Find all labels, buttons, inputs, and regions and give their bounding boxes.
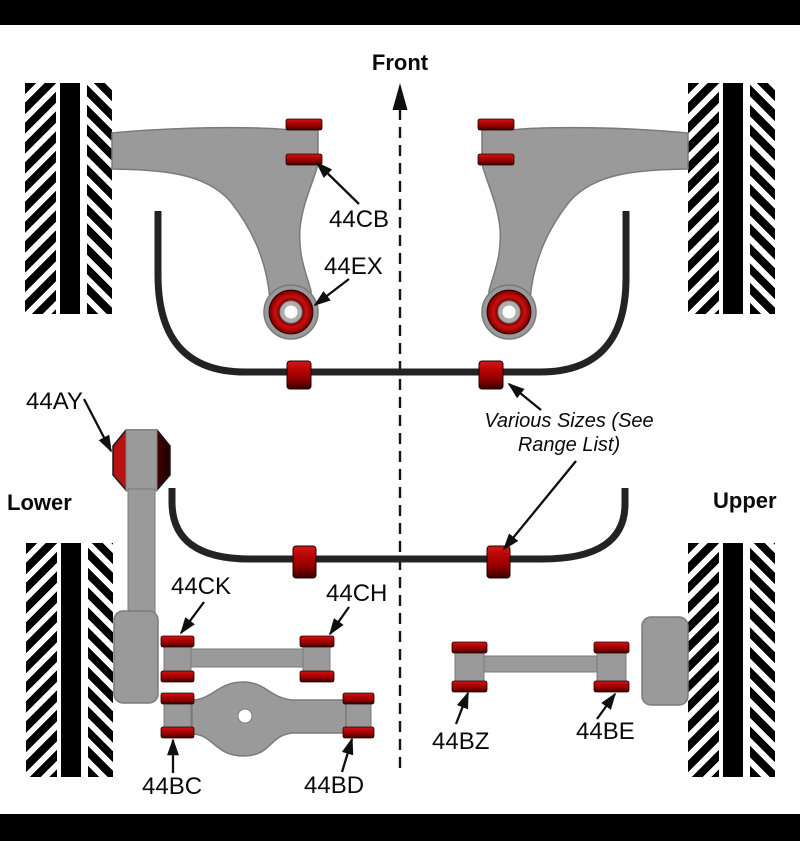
front-direction-label: Front xyxy=(371,50,429,75)
tire-tread-right xyxy=(750,83,775,314)
tire-tread-left xyxy=(26,543,57,777)
anti-roll-bar-rear xyxy=(168,488,629,579)
annotation-arrows xyxy=(82,161,616,773)
tire-tread-right xyxy=(750,543,775,777)
part-label-44be: 44BE xyxy=(576,718,635,745)
anti-roll-bar-front xyxy=(154,211,630,390)
rear-left-strut-assembly xyxy=(112,429,171,704)
rear-left-lower-arm xyxy=(160,681,375,757)
tire-rear-right xyxy=(688,543,775,777)
arrow-44ch xyxy=(329,606,350,636)
arrow-44ay xyxy=(82,398,113,453)
tire-front-right xyxy=(688,83,775,314)
upper-side-label: Upper xyxy=(713,488,777,513)
part-label-44ck: 44CK xyxy=(171,573,232,600)
strut-lower xyxy=(127,488,156,625)
arrow-44bd xyxy=(340,737,354,773)
part-label-44ch: 44CH xyxy=(326,580,388,607)
tire-tread-left xyxy=(688,83,719,314)
arrow-44bz xyxy=(454,691,470,725)
arrow-44be xyxy=(596,692,616,720)
control-arm-front-right xyxy=(477,118,689,340)
tire-center-rib xyxy=(723,83,743,314)
various-sizes-note: Various Sizes (See Range List) xyxy=(484,409,653,457)
arrow-44ex xyxy=(313,278,350,307)
bushing-44bz xyxy=(451,680,488,693)
part-label-44ay: 44AY xyxy=(26,388,83,415)
note-line-1: Various Sizes (See xyxy=(484,410,654,432)
strut-upper xyxy=(125,429,158,492)
bushing-44ck xyxy=(160,635,195,648)
control-arm-front-left xyxy=(111,118,323,340)
bushing-44ch xyxy=(299,635,335,648)
arrow-note-front-bar xyxy=(507,382,542,411)
tire-tread-left xyxy=(25,83,56,314)
part-label-44cb: 44CB xyxy=(329,206,390,233)
arrow-44cb xyxy=(315,161,360,205)
rear-right-link-assembly xyxy=(451,616,689,706)
note-line-2: Range List) xyxy=(517,434,621,456)
tire-front-left xyxy=(25,83,112,314)
part-label-44bd: 44BD xyxy=(304,772,365,799)
bushing-arb-front-right xyxy=(478,360,504,390)
rear-left-upper-link xyxy=(160,635,335,683)
bushing-44bc xyxy=(160,726,195,739)
tire-tread-left xyxy=(688,543,719,777)
arm-hole xyxy=(237,708,253,724)
bushing-arb-front-left xyxy=(286,360,312,390)
part-label-44ex: 44EX xyxy=(324,253,383,280)
bottom-frame-bar xyxy=(0,814,800,841)
tire-tread-right xyxy=(88,543,113,777)
bushing-arb-rear-right xyxy=(486,545,511,579)
knuckle-rear-right xyxy=(641,616,689,706)
bushing-44bd xyxy=(342,726,375,739)
tire-center-rib xyxy=(60,83,80,314)
knuckle-rear-left xyxy=(113,610,159,704)
tire-center-rib xyxy=(61,543,81,777)
bushing-arb-rear-left xyxy=(292,545,317,579)
tire-rear-left xyxy=(26,543,113,777)
top-frame-bar xyxy=(0,0,800,25)
front-direction-arrowhead xyxy=(392,83,408,110)
part-label-44bz: 44BZ xyxy=(432,728,490,755)
tire-tread-right xyxy=(87,83,112,314)
centerline-front-arrow xyxy=(392,83,408,773)
tire-center-rib xyxy=(723,543,743,777)
bushing-44be xyxy=(593,680,630,693)
lower-side-label: Lower xyxy=(7,490,72,515)
part-label-44bc: 44BC xyxy=(142,773,203,800)
arrow-note-rear-bar xyxy=(502,460,577,551)
arrow-44ck xyxy=(179,601,205,635)
